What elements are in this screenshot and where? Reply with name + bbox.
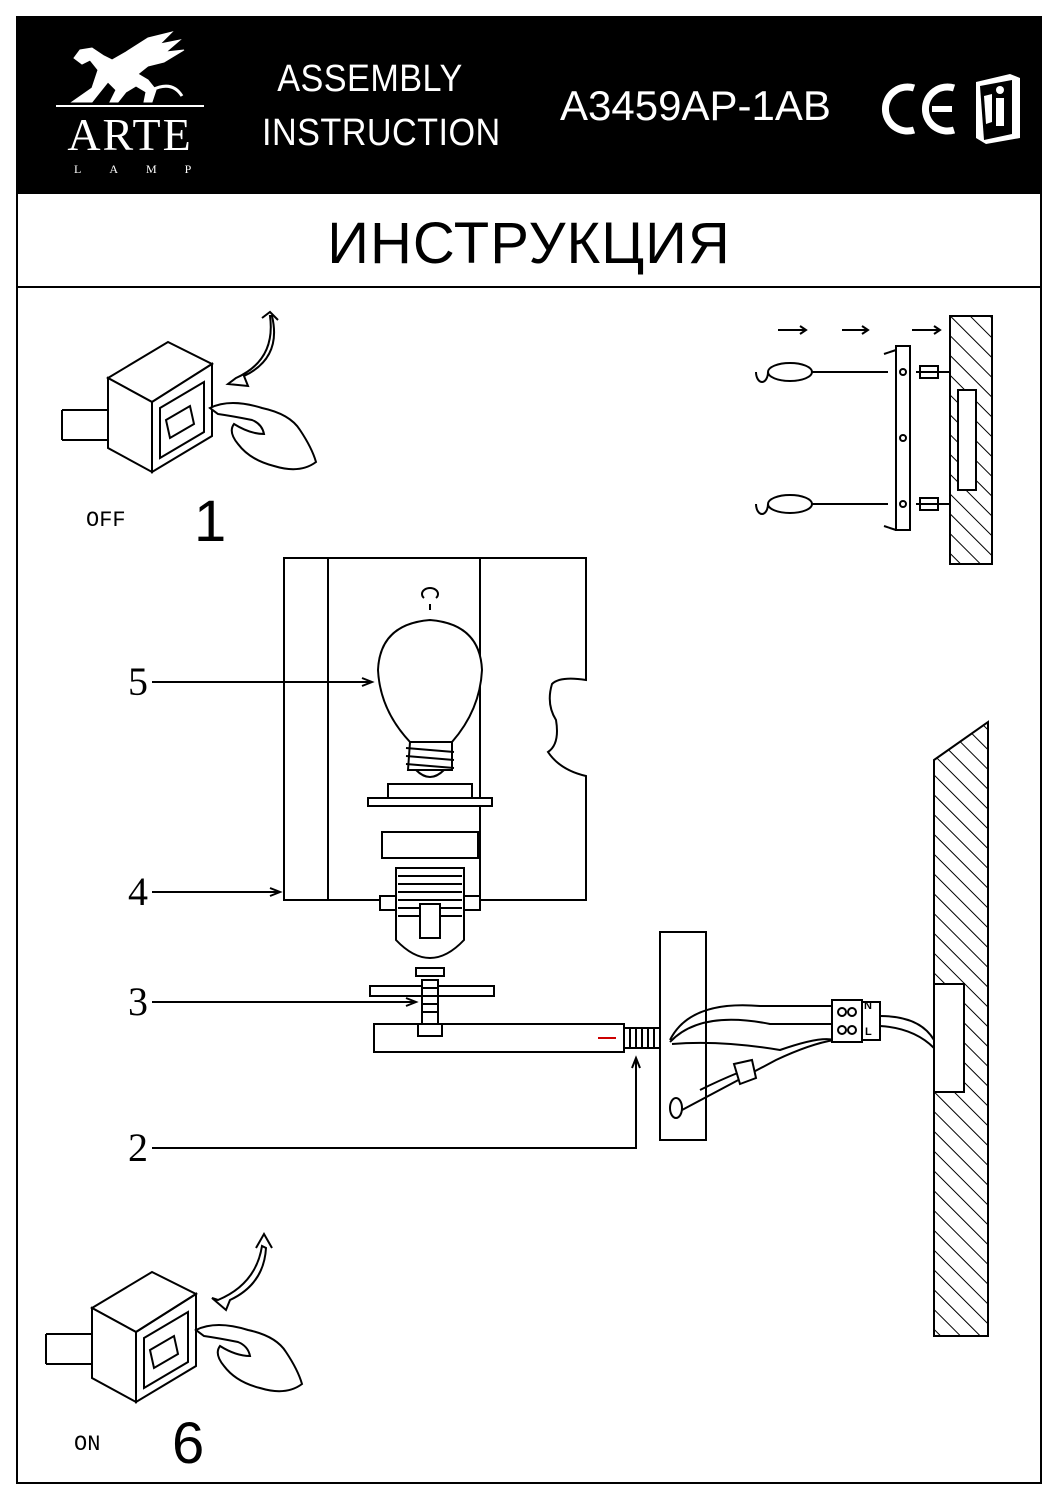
wiring <box>669 1004 835 1119</box>
terminal-label-l: L <box>865 1026 872 1038</box>
step-on-label: ON <box>74 1432 101 1457</box>
hand-icon <box>194 1324 304 1393</box>
curved-arrow-down-icon <box>225 310 279 388</box>
part-number-5: 5 <box>128 659 148 704</box>
lamp-socket <box>379 867 481 977</box>
switch-on-icon <box>45 1270 199 1404</box>
light-bulb <box>376 587 484 778</box>
part-number-2: 2 <box>128 1125 148 1170</box>
terminal-label-n: N <box>864 1000 872 1012</box>
brand-logo-icon <box>56 31 204 107</box>
curved-arrow-up-icon <box>211 1231 273 1312</box>
supply-cable <box>879 1015 935 1049</box>
model-code: A3459AP-1AB <box>560 82 831 129</box>
mounting-nut-plate <box>369 979 495 1025</box>
subtitle-band: ИНСТРУКЦИЯ <box>16 194 1042 288</box>
switch-off-icon <box>61 340 215 474</box>
part-number-3: 3 <box>128 979 148 1024</box>
mounting-bracket-assembly <box>755 315 993 565</box>
leader-lines <box>152 677 641 1149</box>
part-number-4: 4 <box>128 869 148 914</box>
socket-ring <box>367 783 493 859</box>
brand-subtitle: LAMP <box>74 162 220 176</box>
lamp-arm-tube <box>373 1023 683 1053</box>
hand-icon <box>208 402 318 471</box>
back-plate <box>659 931 707 1141</box>
brand-name: ARTE <box>67 109 193 160</box>
manual-info-icon <box>976 74 1020 144</box>
wall-section <box>933 720 989 1337</box>
title-instruction: INSTRUCTION <box>262 112 501 154</box>
title-assembly: ASSEMBLY <box>277 58 463 100</box>
step-1-number: 1 <box>194 489 227 554</box>
page-subtitle: ИНСТРУКЦИЯ <box>327 211 731 276</box>
step-off-label: OFF <box>86 508 126 533</box>
ce-mark-icon <box>881 83 956 135</box>
terminal-block <box>831 999 881 1043</box>
step-6-number: 6 <box>172 1411 205 1476</box>
